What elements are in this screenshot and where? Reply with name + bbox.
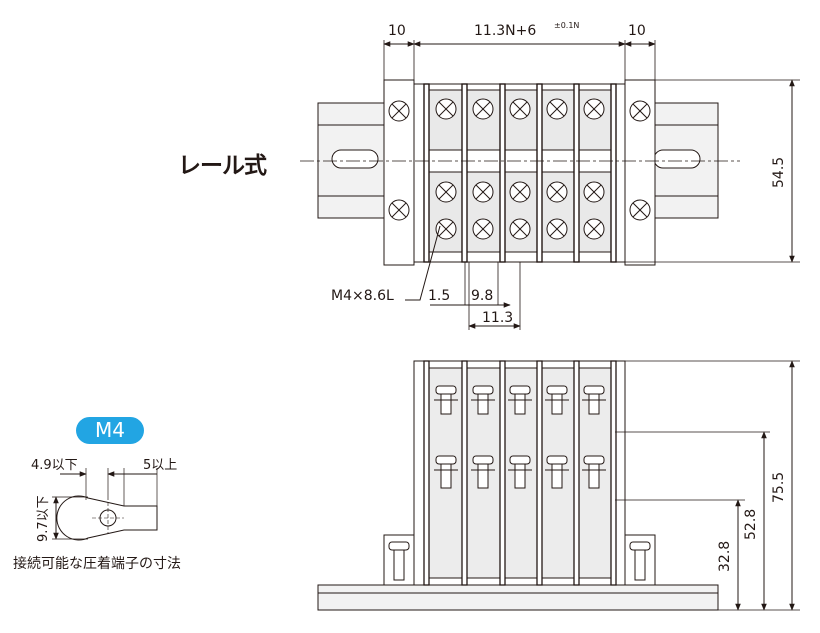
dim-length-tolerance: ±0.1N [554, 21, 579, 30]
screw-leader [405, 225, 441, 301]
side-end-bracket-right [624, 534, 656, 586]
terminal-caption: 接続可能な圧着端子の寸法 [13, 556, 181, 572]
rail-type-title: レール式 [178, 153, 267, 179]
dim-pitch-label: 11.3 [482, 310, 513, 326]
rail-slot-left [331, 149, 379, 169]
screw-size-label: M4×8.6L [331, 288, 394, 304]
dim-low-label: 32.8 [717, 541, 733, 572]
screw-row-upper [435, 98, 605, 120]
m4-badge: M4 [76, 417, 144, 444]
terminal-width-label: 4.9以下 [31, 458, 78, 473]
side-screws-upper [434, 385, 606, 415]
barriers [423, 83, 617, 263]
screw-row-lower-2 [435, 218, 605, 240]
top-view [300, 40, 800, 330]
dim-total-label: 75.5 [771, 472, 787, 503]
dim-end-left-label: 10 [388, 23, 406, 39]
side-end-bracket-left [383, 534, 415, 586]
dim-barrier-label: 1.5 [428, 288, 450, 304]
dim-mid-label: 52.8 [743, 509, 759, 540]
crimp-terminal-drawing [52, 468, 158, 541]
dim-end-right-label: 10 [628, 23, 646, 39]
dim-height-label: 54.5 [771, 157, 787, 188]
terminal-height-label: 9.7以下 [36, 495, 51, 542]
side-screws-lower [434, 455, 606, 489]
screw-row-lower-1 [435, 181, 605, 203]
dim-length-label: 11.3N+6 [474, 23, 536, 39]
end-plate-screws [388, 100, 651, 221]
terminal-tongue-label: 5以上 [143, 458, 177, 473]
rail-slot-right [653, 149, 701, 169]
dim-gap-label: 9.8 [471, 288, 493, 304]
side-view [317, 360, 800, 611]
side-barriers [423, 360, 617, 586]
side-rail [317, 584, 719, 611]
